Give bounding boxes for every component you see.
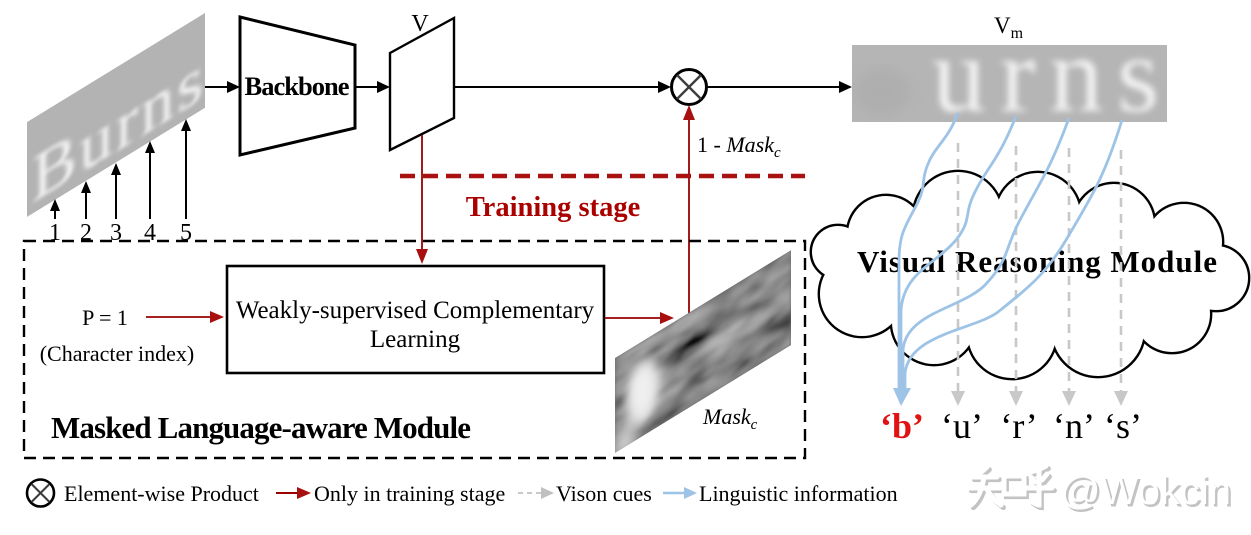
svg-text:Linguistic information: Linguistic information [699,481,898,506]
svg-text:@Wokcin: @Wokcin [1062,472,1233,516]
svg-text:‘b’: ‘b’ [880,406,924,446]
svg-text:1: 1 [49,220,61,246]
svg-text:Backbone: Backbone [245,71,350,101]
svg-text:5: 5 [180,220,192,246]
svg-text:Masked Language-aware Module: Masked Language-aware Module [51,410,471,445]
svg-text:‘s’: ‘s’ [1104,406,1142,446]
svg-text:‘n’: ‘n’ [1053,406,1095,446]
svg-text:V: V [411,11,429,37]
svg-text:Element-wise Product: Element-wise Product [64,481,259,506]
svg-text:Training stage: Training stage [466,192,640,223]
svg-text:Weakly-supervised Complementar: Weakly-supervised Complementary [236,297,595,324]
svg-text:3: 3 [110,220,122,246]
svg-text:Visual Reasoning Module: Visual Reasoning Module [857,244,1217,279]
svg-text:(Character index): (Character index) [40,341,195,366]
svg-text:@Wokcin: @Wokcin [1060,469,1231,513]
svg-text:1 - Maskc: 1 - Maskc [697,132,781,161]
svg-text:‘u’: ‘u’ [941,406,983,446]
svg-text:Vison cues: Vison cues [556,481,652,506]
svg-text:‘r’: ‘r’ [1000,406,1037,446]
svg-text:4: 4 [144,220,156,246]
svg-text:Only in training stage: Only in training stage [314,481,505,506]
svg-text:P = 1: P = 1 [82,305,128,330]
svg-text:2: 2 [80,220,92,246]
svg-text:Learning: Learning [370,326,461,353]
svg-text:Vm: Vm [994,13,1024,42]
svg-text:Maskc: Maskc [702,404,758,433]
svg-text:Burns: Burns [32,39,203,218]
